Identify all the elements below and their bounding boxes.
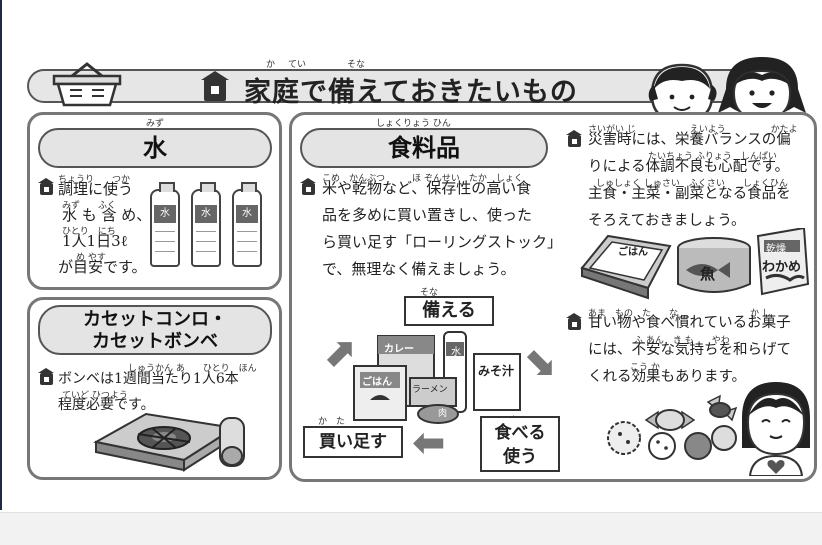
happy-girl-illustration <box>736 378 814 477</box>
disaster-ruby-3: しゅしょく しゅさい ふくさい しょくひん <box>596 179 788 189</box>
food-heading: 食料品 <box>300 128 548 168</box>
food-text-line: ら買い足す「ローリングストック」 <box>322 233 563 251</box>
water-ruby-3: ひとり にち <box>62 227 116 237</box>
disaster-text-line: 災害時には、栄養バランスの偏 <box>588 132 791 148</box>
water-ruby-4: め やす <box>76 253 106 263</box>
disaster-ruby-1: さいがい じ えいよう かたよ <box>588 125 798 135</box>
water-bottle-2: 水 <box>191 182 221 267</box>
stove-ruby-1: しゅうかん あ ひとり ほん <box>128 364 257 374</box>
sweets-text-line: くれる効果もあります。 <box>588 369 747 385</box>
wakame-label-2: わかめ <box>762 260 802 275</box>
stove-text-1: ボンベは1週間当たり1人6本 <box>58 371 239 387</box>
stock-foods-illustration <box>348 328 528 428</box>
water-text-4: が目安です。 <box>58 258 147 276</box>
food-house-icon <box>300 178 316 195</box>
stove-house-icon <box>38 368 54 385</box>
water-house-icon <box>38 178 54 195</box>
eat-use-label: 食べる 使う <box>480 416 560 472</box>
title-ruby-ka: か <box>266 60 276 70</box>
curry-label: カレー <box>384 344 414 355</box>
rice-tray-label: ごはん <box>618 247 648 258</box>
house-icon <box>201 71 229 101</box>
cassette-stove-icon <box>92 404 260 474</box>
left-window-edge <box>0 0 2 510</box>
water-bottle-label: 水 <box>195 205 217 223</box>
arrow-down-right-icon: ⬊ <box>522 338 556 384</box>
snacks-illustration <box>602 390 738 462</box>
food-heading-ruby: しょくりょう ひん <box>376 119 451 129</box>
ramen-label: ラーメン <box>412 385 448 395</box>
disaster-house-icon <box>566 130 582 147</box>
water-text-1: 調理に使う <box>58 180 134 198</box>
water-text-2: 水 も 含 め、 <box>62 206 152 224</box>
stove-ruby-2: ていど ひつよう <box>62 391 128 401</box>
rice-pack-label: ごはん <box>362 377 392 388</box>
disaster-text-line: そろえておきましょう。 <box>588 213 746 229</box>
water-text-3: 1人1日3ℓ <box>62 232 128 250</box>
sweets-text-line: には、不安な気持ちを和らげて <box>588 342 791 358</box>
page-title: 家庭で備えておきたいもの <box>244 77 578 108</box>
water-ruby-1: ちょうり つか <box>58 175 131 185</box>
sweets-house-icon <box>566 313 582 330</box>
arrow-left-icon: ⬅ <box>412 420 446 466</box>
stove-heading-line1: カセットコンロ・ <box>83 309 227 330</box>
stove-text-2: 程度必要です。 <box>58 397 155 413</box>
meat-label: 肉 <box>438 409 448 419</box>
arrow-up-right-icon: ⬈ <box>322 330 356 376</box>
stove-heading-line2: カセットボンベ <box>92 331 218 352</box>
basket-icon <box>50 62 124 108</box>
food-text: 米や乾物など、保存性の高い食 品を多めに買い置きし、使った ら買い足す「ローリン… <box>322 175 562 283</box>
sweets-text-line: 甘い物や食べ慣れているお菓子 <box>588 315 791 331</box>
preserved-foods-illustration <box>578 226 810 304</box>
footer-bar <box>0 512 822 545</box>
food-text-line: 品を多めに買い置きし、使った <box>322 206 533 224</box>
water-bottle-label: 水 <box>154 205 176 223</box>
water-ruby-2: みず ふく <box>62 201 117 211</box>
prepare-ruby: そな <box>420 288 439 298</box>
sweets-ruby-3: こう か <box>630 363 660 373</box>
eat-label: 食べる <box>494 423 546 443</box>
food-text-line: で、無理なく備えましょう。 <box>322 260 516 278</box>
food-text-line: 米や乾物など、保存性の高い食 <box>322 179 532 197</box>
sweets-ruby-1: あま もの た な か し <box>588 309 771 319</box>
title-ruby-tei: てい <box>288 60 307 70</box>
buy-more-label: 買い足す <box>303 426 403 458</box>
buy-ruby: か た <box>318 417 346 427</box>
disaster-ruby-2: たいちょう ふりょう しんぱい <box>648 152 777 162</box>
sweets-ruby-2: ふ あん き も やわ <box>634 336 730 346</box>
title-ruby-sona: そな <box>347 60 366 70</box>
disaster-text-line: りによる体調不良も心配です。 <box>588 159 790 175</box>
fish-can-label: 魚 <box>700 265 716 283</box>
water-bottle-label: 水 <box>236 205 258 223</box>
food-ruby-1: こめ かんぶつ ほ ぞんせい たか しょく <box>322 174 523 184</box>
disaster-text: 災害時には、栄養バランスの偏 りによる体調不良も心配です。 主食・主菜・副菜とな… <box>588 127 791 235</box>
use-label: 使う <box>503 447 537 467</box>
water-bottle-1: 水 <box>150 182 180 267</box>
water-heading: 水 <box>38 128 272 168</box>
wakame-label-1: 乾燥 <box>766 244 786 255</box>
sweets-text: 甘い物や食べ慣れているお菓子 には、不安な気持ちを和らげて くれる効果もあります… <box>588 310 791 391</box>
water-bottle-3: 水 <box>232 182 262 267</box>
water-can-label: 水 <box>451 347 461 358</box>
water-heading-ruby: みず <box>146 119 165 129</box>
prepare-label: 備える <box>404 296 494 326</box>
stove-heading: カセットコンロ・ カセットボンベ <box>38 305 272 355</box>
miso-label: みそ汁 <box>478 364 515 378</box>
disaster-text-line: 主食・主菜・副菜となる食品を <box>588 186 791 202</box>
